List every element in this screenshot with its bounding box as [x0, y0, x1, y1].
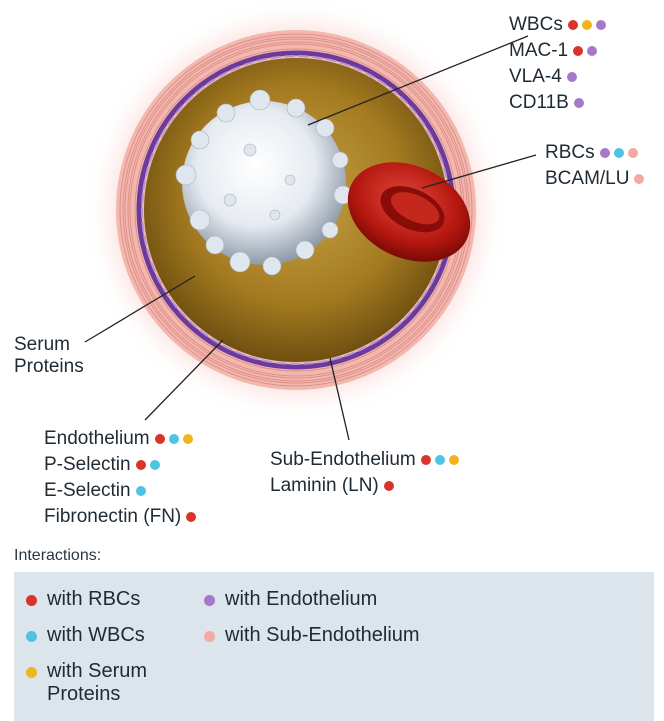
- endo-interaction-dot: [587, 46, 597, 56]
- sub-interaction-dot: [628, 148, 638, 158]
- wbc-interaction-dot: [136, 486, 146, 496]
- wbc-interaction-dot: [614, 148, 624, 158]
- rbc-interaction-dot: [136, 460, 146, 470]
- wbc-interaction-dot: [150, 460, 160, 470]
- label-e-selectin: E-Selectin: [44, 480, 146, 502]
- legend-item-wbcs: with WBCs: [26, 624, 145, 647]
- serum-interaction-dot: [582, 20, 592, 30]
- wbc-interaction-dot: [435, 455, 445, 465]
- label-wbcs: WBCs: [509, 14, 606, 36]
- endo-interaction-dot: [574, 98, 584, 108]
- serum-interaction-dot: [449, 455, 459, 465]
- legend-box: with RBCs with WBCs with Serum Proteins …: [14, 572, 654, 721]
- label-cd11b: CD11B: [509, 92, 584, 114]
- legend-item-serum: with Serum Proteins: [26, 660, 147, 706]
- label-p-selectin: P-Selectin: [44, 454, 160, 476]
- rbc-interaction-dot: [421, 455, 431, 465]
- label-fibronectin: Fibronectin (FN): [44, 506, 196, 528]
- endo-interaction-dot: [600, 148, 610, 158]
- legend-title: Interactions:: [14, 547, 101, 565]
- rbc-interaction-dot: [568, 20, 578, 30]
- label-laminin: Laminin (LN): [270, 475, 394, 497]
- legend-dot-serum: [26, 667, 37, 678]
- label-mac1: MAC-1: [509, 40, 597, 62]
- legend-dot-rbcs: [26, 595, 37, 606]
- rbc-interaction-dot: [573, 46, 583, 56]
- label-serum-proteins: Serum Proteins: [14, 334, 84, 378]
- label-vla4: VLA-4: [509, 66, 577, 88]
- legend-item-rbcs: with RBCs: [26, 588, 140, 611]
- serum-interaction-dot: [183, 434, 193, 444]
- legend-dot-wbcs: [26, 631, 37, 642]
- legend-item-sub-endothelium: with Sub-Endothelium: [204, 624, 420, 647]
- wbc-interaction-dot: [169, 434, 179, 444]
- legend-dot-endothelium: [204, 595, 215, 606]
- sub-interaction-dot: [634, 174, 644, 184]
- rbc-interaction-dot: [186, 512, 196, 522]
- label-rbcs: RBCs: [545, 142, 638, 164]
- legend-item-endothelium: with Endothelium: [204, 588, 377, 611]
- rbc-interaction-dot: [155, 434, 165, 444]
- rbc-interaction-dot: [384, 481, 394, 491]
- label-sub-endothelium: Sub-Endothelium: [270, 449, 459, 471]
- label-bcam-lu: BCAM/LU: [545, 168, 644, 190]
- endo-interaction-dot: [567, 72, 577, 82]
- endo-interaction-dot: [596, 20, 606, 30]
- legend-dot-sub-endothelium: [204, 631, 215, 642]
- label-endothelium: Endothelium: [44, 428, 193, 450]
